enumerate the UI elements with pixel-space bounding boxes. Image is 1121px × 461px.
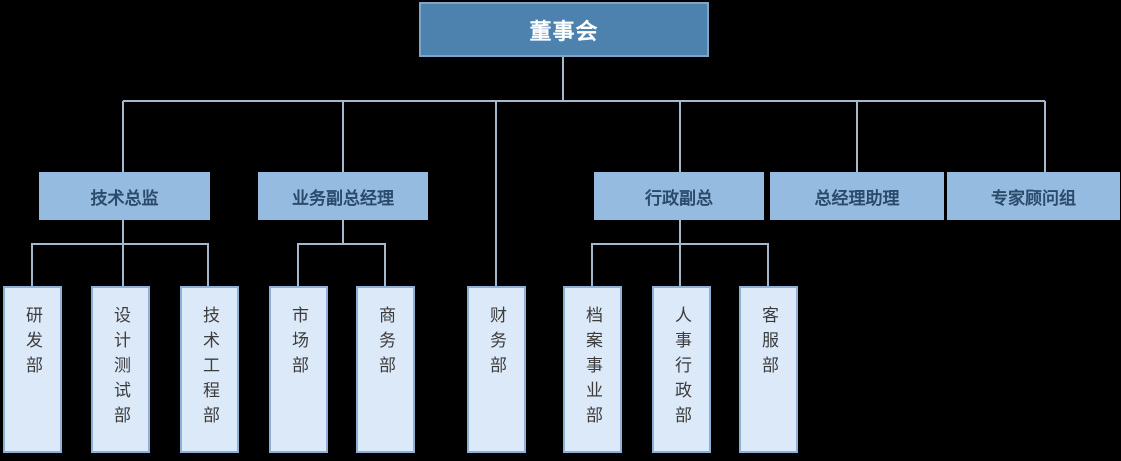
org-node-tech-engineering-dept[interactable]: 技术工程部 bbox=[180, 286, 239, 453]
org-node-commerce-dept[interactable]: 商务部 bbox=[356, 286, 415, 453]
org-node-business-deputy-gm[interactable]: 业务副总经理 bbox=[258, 172, 428, 220]
org-node-customer-service-dept-label: 客服部 bbox=[759, 306, 778, 381]
org-node-commerce-dept-label: 商务部 bbox=[376, 306, 395, 381]
org-node-rnd-dept[interactable]: 研发部 bbox=[3, 286, 62, 453]
org-node-finance-dept-label: 财务部 bbox=[487, 306, 506, 381]
org-node-tech-director[interactable]: 技术总监 bbox=[39, 172, 210, 220]
org-node-design-testing-dept[interactable]: 设计测试部 bbox=[91, 286, 150, 453]
org-node-admin-deputy-label: 行政副总 bbox=[645, 188, 713, 208]
org-node-board-label: 董事会 bbox=[529, 18, 599, 44]
org-node-tech-director-label: 技术总监 bbox=[90, 188, 159, 208]
org-node-finance-dept[interactable]: 财务部 bbox=[467, 286, 526, 453]
org-node-marketing-dept-label: 市场部 bbox=[289, 306, 308, 381]
org-node-rnd-dept-label: 研发部 bbox=[23, 306, 42, 381]
org-node-customer-service-dept[interactable]: 客服部 bbox=[739, 286, 798, 453]
org-node-hr-admin-dept-label: 人事行政部 bbox=[672, 306, 691, 431]
org-node-board[interactable]: 董事会 bbox=[419, 2, 709, 57]
org-node-archives-dept-label: 档案事业部 bbox=[583, 306, 602, 431]
org-node-admin-deputy[interactable]: 行政副总 bbox=[594, 172, 764, 220]
org-node-gm-assistant[interactable]: 总经理助理 bbox=[770, 172, 944, 220]
org-node-design-testing-dept-label: 设计测试部 bbox=[111, 306, 130, 431]
org-node-gm-assistant-label: 总经理助理 bbox=[814, 188, 900, 208]
org-node-marketing-dept[interactable]: 市场部 bbox=[269, 286, 328, 453]
org-node-expert-advisors-label: 专家顾问组 bbox=[991, 188, 1076, 208]
org-node-tech-engineering-dept-label: 技术工程部 bbox=[200, 306, 219, 431]
org-node-hr-admin-dept[interactable]: 人事行政部 bbox=[652, 286, 711, 453]
org-node-expert-advisors[interactable]: 专家顾问组 bbox=[947, 172, 1120, 220]
org-node-business-deputy-gm-label: 业务副总经理 bbox=[292, 188, 394, 208]
org-node-archives-dept[interactable]: 档案事业部 bbox=[563, 286, 622, 453]
